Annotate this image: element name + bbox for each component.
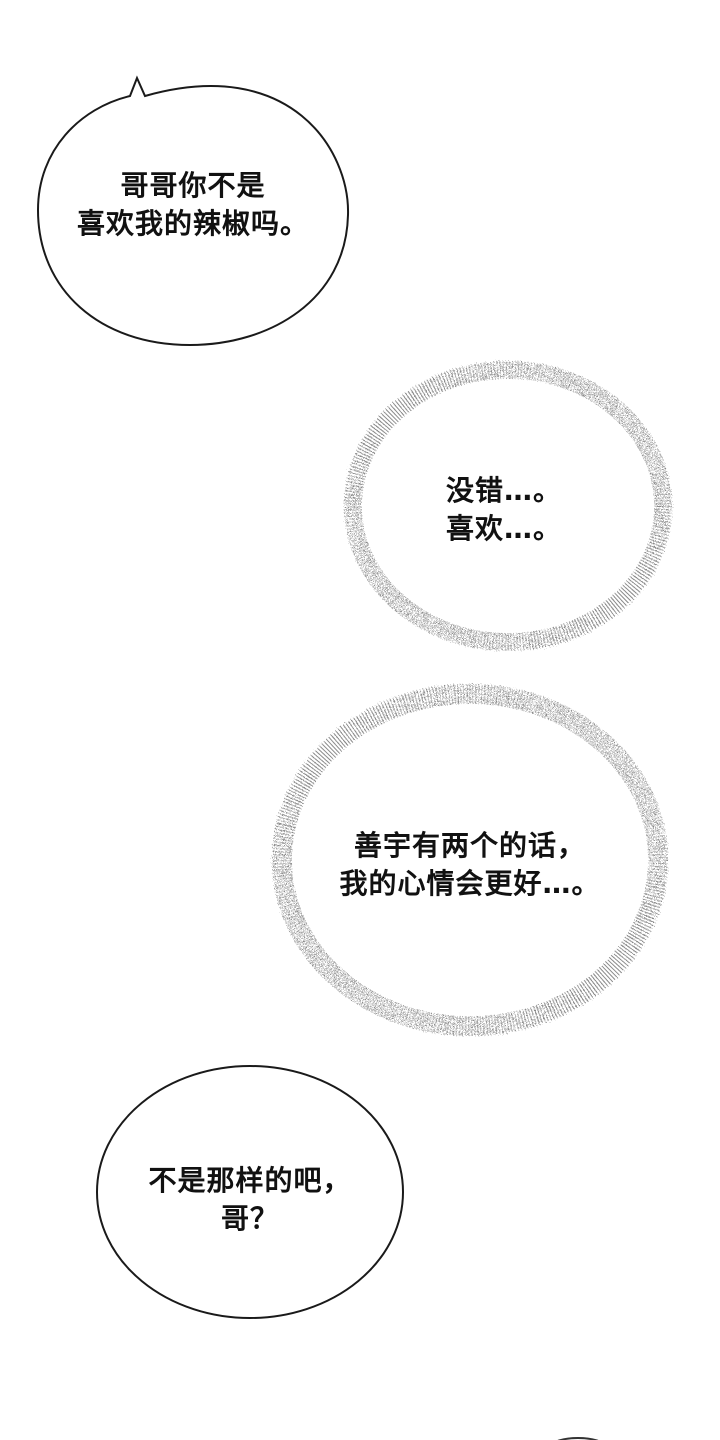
bubble-3-line-2: 我的心情会更好…。 [339,867,601,900]
speech-bubble-1: 哥哥你不是 喜欢我的辣椒吗。 [40,160,346,250]
bubble-3-line-1: 善宇有两个的话， [353,829,586,862]
bubble-2-line-1: 没错…。 [446,474,563,507]
bubble-1-line-1: 哥哥你不是 [120,169,266,202]
bubble-4-line-2: 哥？ [220,1202,279,1235]
bubble-2-line-2: 喜欢…。 [446,512,563,545]
bubble-1-line-2: 喜欢我的辣椒吗。 [76,207,309,240]
speech-bubble-4: 不是那样的吧， 哥？ [120,1160,380,1240]
thought-bubble-2: 没错…。 喜欢…。 [400,470,616,550]
thought-bubble-3: 善宇有两个的话， 我的心情会更好…。 [310,825,630,905]
bubble-4-line-1: 不是那样的吧， [148,1164,352,1197]
